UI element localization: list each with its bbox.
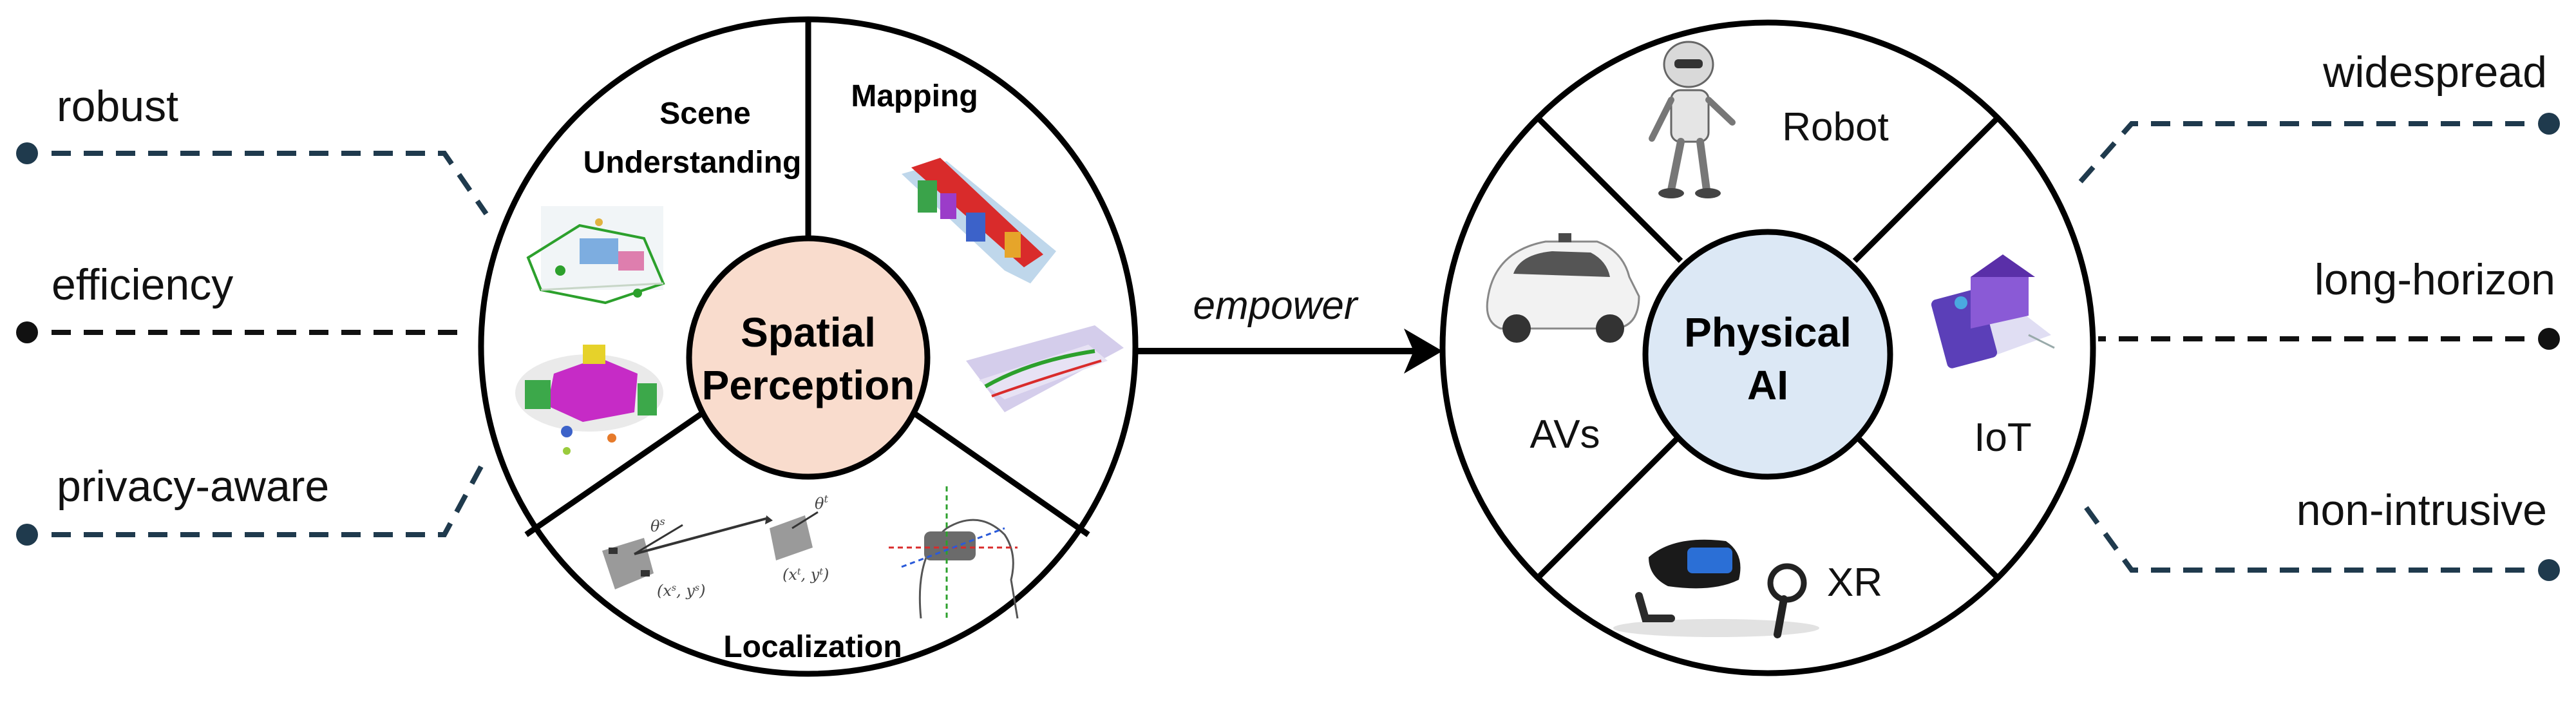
right-property-long-horizon: long-horizon — [2098, 255, 2560, 350]
autonomous-car-icon — [1486, 233, 1640, 343]
dashed-connector — [52, 151, 489, 216]
segment-label: Robot — [1782, 105, 1888, 149]
segment-iot: IoT — [1931, 254, 2055, 460]
segment-robot: Robot — [1649, 41, 1889, 198]
segment-label: IoT — [1974, 415, 2032, 460]
connector-dot — [16, 524, 38, 546]
arrow-head — [1404, 329, 1443, 374]
robot-icon — [1649, 41, 1736, 198]
segment-scene-understanding: Scene Understanding — [515, 97, 801, 455]
segment-label: AVs — [1530, 412, 1600, 457]
center-title-line1: Spatial — [741, 309, 876, 356]
property-label: long-horizon — [2315, 255, 2555, 304]
left-property-privacy-aware: privacy-aware — [16, 459, 487, 546]
empower-arrow: empower — [1137, 283, 1443, 374]
segment-avs: AVs — [1486, 233, 1640, 457]
segment-divider — [1852, 432, 1999, 579]
segment-divider — [1852, 117, 1999, 263]
scene-point-cloud-icon — [526, 206, 665, 305]
dashed-connector — [2076, 121, 2524, 186]
dashed-connector — [2078, 497, 2524, 573]
mapping-3d-map-icon — [902, 158, 1056, 283]
property-label: privacy-aware — [57, 462, 329, 511]
pose-s-label: (xs, ys) — [657, 582, 705, 600]
right-properties: widespread long-horizon non-intrusive — [2076, 48, 2560, 581]
segment-xr: XR — [1613, 539, 1882, 638]
segment-divider — [524, 402, 717, 537]
localization-pose-icon: θs θt (xs, ys) (xt, yt) — [602, 493, 829, 600]
segment-divider — [1537, 117, 1683, 263]
localization-vr-head-icon — [889, 486, 1019, 619]
property-label: robust — [57, 82, 178, 131]
segment-title: Localization — [723, 630, 902, 664]
property-label: non-intrusive — [2297, 486, 2547, 535]
property-label: widespread — [2322, 48, 2547, 97]
segment-mapping: Mapping — [851, 79, 1124, 412]
segment-divider — [900, 402, 1090, 537]
right-property-non-intrusive: non-intrusive — [2078, 486, 2560, 581]
left-property-robust: robust — [16, 82, 489, 216]
theta-t-label: θt — [815, 493, 828, 513]
dashed-connector — [52, 459, 487, 537]
theta-s-label: θs — [650, 515, 665, 535]
connector-dot — [2538, 328, 2560, 350]
left-property-efficiency: efficiency — [16, 260, 468, 343]
segment-localization: Localization θs θt (xs, ys) (xt, yt) — [602, 486, 1019, 664]
connector-dot — [2538, 113, 2560, 135]
physical-ai-center — [1642, 229, 1893, 480]
connector-dot — [2538, 559, 2560, 581]
segment-label: XR — [1827, 560, 1882, 605]
smart-home-phone-icon — [1931, 254, 2055, 368]
connector-dot — [16, 142, 38, 164]
segment-title-line2: Understanding — [583, 146, 802, 180]
mapping-trajectory-icon — [966, 325, 1124, 412]
spatial-perception-center — [686, 235, 931, 480]
scene-segmentation-icon — [515, 345, 663, 455]
center-title-line2: Perception — [702, 362, 915, 408]
segment-title: Mapping — [851, 79, 978, 113]
connector-dot — [16, 321, 38, 343]
property-label: efficiency — [52, 260, 233, 309]
pose-t-label: (xt, yt) — [782, 566, 829, 584]
arrow-label: empower — [1193, 283, 1359, 328]
right-property-widespread: widespread — [2076, 48, 2560, 186]
center-title-line1: Physical — [1684, 309, 1852, 356]
vr-headset-icon — [1613, 539, 1819, 638]
segment-title-line1: Scene — [659, 97, 750, 131]
spatial-perception-wheel: Scene Understanding — [478, 16, 1139, 677]
center-title-line2: AI — [1747, 362, 1788, 408]
segment-divider — [1537, 432, 1683, 579]
physical-ai-wheel: Robot AVs IoT — [1439, 19, 2096, 676]
left-properties: robust efficiency privacy-aware — [16, 82, 489, 546]
